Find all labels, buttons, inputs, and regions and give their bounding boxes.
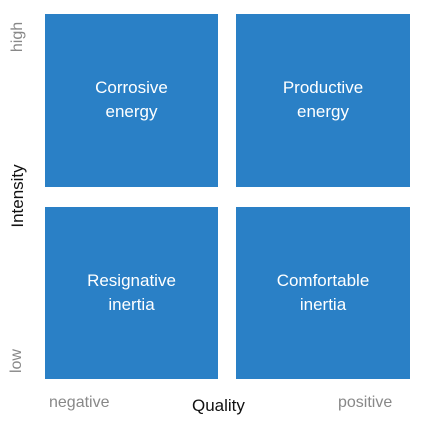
- quadrant-label: Productive energy: [244, 76, 402, 124]
- y-axis-title: Intensity: [8, 164, 27, 228]
- x-axis-title: Quality: [192, 396, 245, 415]
- quadrant-label-line2: energy: [105, 102, 158, 121]
- x-axis-low-label: negative: [49, 394, 110, 411]
- quadrant-resignative-inertia: Resignative inertia: [45, 207, 218, 379]
- quadrant-corrosive-energy: Corrosive energy: [45, 14, 218, 187]
- y-axis-low-label: low: [8, 349, 25, 374]
- quadrant-label-line1: Comfortable: [276, 271, 370, 290]
- y-axis-high-label: high: [9, 21, 26, 53]
- x-axis-high-label: positive: [338, 394, 393, 411]
- quadrant-label-line1: Productive: [282, 78, 364, 97]
- quadrant-label-line2: inertia: [299, 295, 347, 314]
- quadrant-label-line1: Corrosive: [95, 78, 168, 97]
- quadrant-productive-energy: Productive energy: [236, 14, 410, 187]
- quadrant-label: Comfortable inertia: [244, 269, 402, 317]
- quadrant-label-line1: Resignative: [87, 271, 176, 290]
- quadrant-comfortable-inertia: Comfortable inertia: [236, 207, 410, 379]
- quadrant-label-line2: inertia: [108, 295, 155, 314]
- quadrant-label: Resignative inertia: [53, 269, 210, 317]
- quadrant-label: Corrosive energy: [53, 76, 210, 124]
- quadrant-label-line2: energy: [297, 102, 349, 121]
